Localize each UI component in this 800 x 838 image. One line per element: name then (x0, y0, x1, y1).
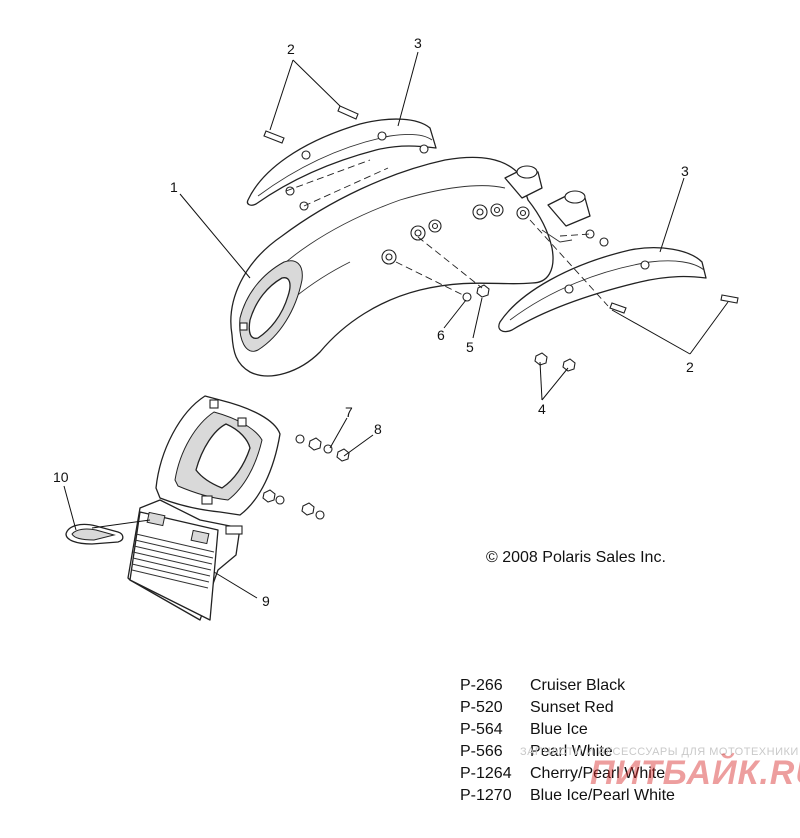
color-legend: P-266 Cruiser Black P-520 Sunset Red P-564… (460, 675, 675, 807)
fender-mount-tubes (504, 165, 591, 243)
callout-8: 8 (374, 421, 382, 437)
color-code: P-520 (460, 699, 503, 716)
color-legend-row: P-564 Blue Ice (460, 719, 675, 741)
bolts-item-2 (263, 105, 739, 314)
color-code: P-266 (460, 677, 503, 694)
callout-2-top: 2 (287, 41, 295, 57)
callout-6: 6 (437, 327, 445, 343)
dashed-install-paths (285, 159, 609, 307)
fender-mount-bosses (381, 203, 530, 265)
color-name: Blue Ice/Pearl White (530, 787, 675, 804)
reflector (65, 523, 124, 545)
leader-lines (63, 51, 729, 599)
callout-1: 1 (170, 179, 178, 195)
callout-3-top: 3 (414, 35, 422, 51)
side-rail-left (246, 118, 437, 206)
callout-10: 10 (53, 469, 69, 485)
callout-9: 9 (262, 593, 270, 609)
color-code: P-1264 (460, 765, 512, 782)
plate-grille (131, 533, 215, 589)
callout-7: 7 (345, 404, 353, 420)
color-name: Pearl White (530, 743, 613, 760)
color-name: Cruiser Black (530, 677, 626, 694)
washer-and-nut-items-5-6 (285, 186, 609, 302)
callout-3-right: 3 (681, 163, 689, 179)
callout-numbers: 1 2 3 3 2 4 5 6 7 8 9 10 (53, 35, 694, 609)
color-legend-row: P-1270 Blue Ice/Pearl White (460, 785, 675, 807)
callout-5: 5 (466, 339, 474, 355)
color-legend-row: P-566 Pearl White (460, 741, 675, 763)
watermark-tagline: ЗАПЧАСТИ И АКСЕССУАРЫ ДЛЯ МОТОТЕХНИКИ (520, 746, 799, 758)
callout-2-right: 2 (686, 359, 694, 375)
bracket-fasteners (262, 434, 350, 520)
callout-4: 4 (538, 401, 546, 417)
nuts-item-4 (534, 352, 576, 372)
color-code: P-566 (460, 743, 503, 760)
color-name: Cherry/Pearl White (530, 765, 666, 782)
color-legend-row: P-1264 Cherry/Pearl White (460, 763, 675, 785)
color-legend-row: P-266 Cruiser Black (460, 675, 675, 697)
color-code: P-564 (460, 721, 503, 738)
color-name: Blue Ice (530, 721, 588, 738)
color-name: Sunset Red (530, 699, 614, 716)
color-code: P-1270 (460, 787, 512, 804)
watermark-logo: ПИТБАЙК.RU (590, 754, 800, 792)
side-rail-right (498, 247, 707, 333)
color-legend-row: P-520 Sunset Red (460, 697, 675, 719)
rear-fender (230, 156, 591, 377)
license-plate-bracket (127, 395, 281, 621)
copyright-notice: © 2008 Polaris Sales Inc. (486, 549, 666, 566)
